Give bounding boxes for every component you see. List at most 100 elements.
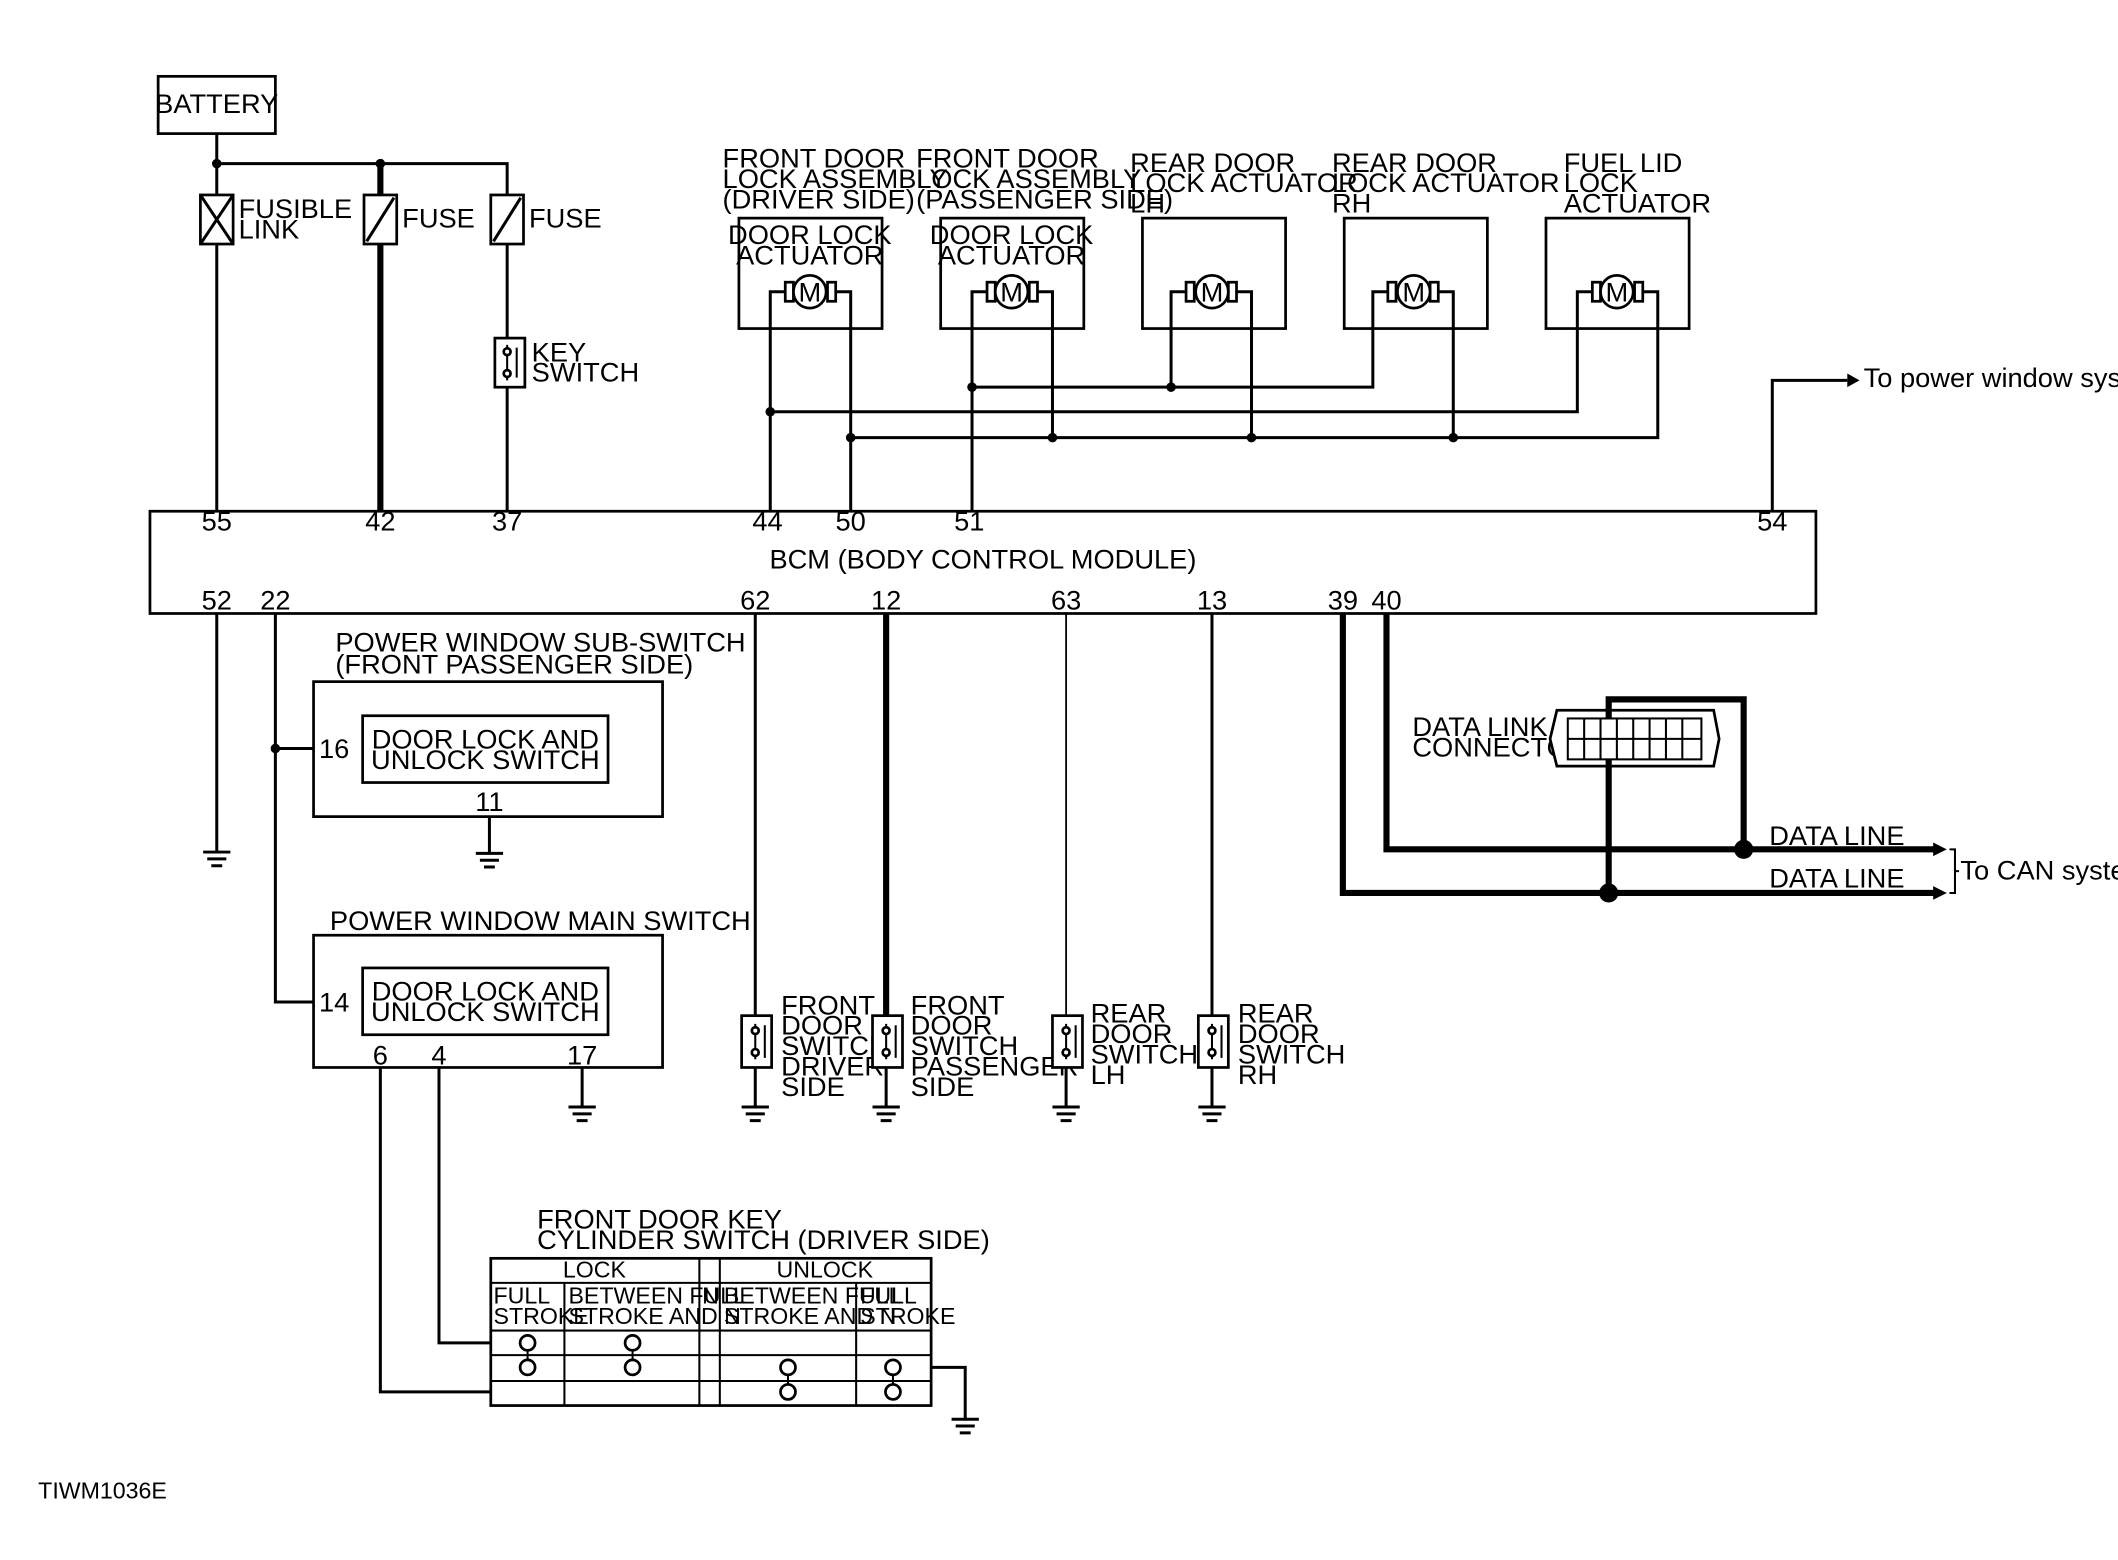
sub-switch-pin-16: 16 [319,733,349,764]
data-link-connector: DATA LINK CONNECTOR [1412,708,1721,768]
actuator-3-title-2: LOCK ACTUATOR [1130,167,1358,198]
actuator-1-inner-1: DOOR LOCK [728,219,892,250]
battery: BATTERY [155,74,278,135]
to-power-window-label: To power window system [1864,362,2118,393]
lock-header: LOCK [563,1256,627,1282]
motor-icon: M [1169,274,1254,329]
bcm-pin-39: 39 [1328,584,1358,615]
ground-icon [475,816,504,869]
sub-switch-inner-2: UNLOCK SWITCH [371,744,600,775]
lock-between-1: BETWEEN FULL [568,1282,746,1308]
key-switch: KEY SWITCH [493,336,639,512]
motor-4-label: M [1402,276,1425,307]
actuator-2-inner-2: ACTUATOR [938,239,1085,270]
dlc-label-1: DATA LINK [1412,711,1547,742]
bcm-pin-63: 63 [1051,584,1081,615]
unlock-between-1: BETWEEN FULL [724,1282,902,1308]
power-window-main-switch: POWER WINDOW MAIN SWITCH DOOR LOCK AND U… [312,905,751,1071]
sub-switch-inner-1: DOOR LOCK AND [372,723,599,754]
sub-switch-title-1: POWER WINDOW SUB-SWITCH [335,627,745,658]
actuator-1-title-1: FRONT DOOR [723,143,906,174]
actuator-5-title-1: FUEL LID [1564,147,1683,178]
actuator-1-title-2: LOCK ASSEMBLY [723,163,948,194]
actuator-2-inner-1: DOOR LOCK [930,219,1094,250]
main-switch-pin-4: 4 [431,1040,446,1071]
actuator-2-title-3: (PASSENGER SIDE) [916,184,1173,215]
actuator-5-title-2: LOCK [1564,167,1638,198]
door-switch-4-line-1: REAR [1238,997,1314,1028]
sub-switch-pin-11: 11 [475,786,503,817]
pin-22-wiring [270,613,314,1004]
lock-between-2: STROKE AND N [568,1303,740,1329]
n-header: N [702,1282,719,1308]
door-switch-1-line-5: SIDE [781,1071,845,1102]
motor-icon: M [1371,274,1455,329]
actuator-3-title-1: REAR DOOR [1130,147,1295,178]
sub-switch-title-2: (FRONT PASSENGER SIDE) [335,648,693,679]
actuator-3-title-3: LH [1130,188,1165,219]
fuse-42: FUSE [362,163,475,512]
bcm-title: BCM (BODY CONTROL MODULE) [769,543,1196,574]
fuse-37: FUSE [489,193,602,339]
bcm-pin-55: 55 [202,505,232,536]
data-line-1-label: DATA LINE [1769,820,1904,851]
to-can-label: To CAN system [1960,854,2118,885]
motor-icon: M [970,274,1054,329]
actuator-4-title-3: RH [1332,188,1371,219]
unlock-header: UNLOCK [777,1256,874,1282]
main-switch-inner-1: DOOR LOCK AND [372,976,599,1007]
motor-1-label: M [798,276,821,307]
bcm-pin-42: 42 [365,505,395,536]
door-switch-4-line-3: SWITCH [1238,1038,1345,1069]
actuator-1-title-3: (DRIVER SIDE) [723,184,915,215]
actuator-wiring [765,328,1660,512]
figure-code: TIWM1036E [38,1477,167,1503]
door-switch-4-line-4: RH [1238,1059,1277,1090]
key-switch-label-1: KEY [532,336,587,367]
ground-icon [203,613,231,868]
main-switch-pin-6: 6 [373,1040,388,1071]
actuator-fuel-lid: FUEL LID LOCK ACTUATOR [1544,147,1711,330]
motor-2-label: M [1000,276,1023,307]
actuator-4-title-1: REAR DOOR [1332,147,1497,178]
ground-icon [568,1067,596,1123]
lock-full-2: STROKE [494,1303,589,1329]
battery-label: BATTERY [155,88,278,119]
bcm-pin-52: 52 [202,584,232,615]
to-power-window-arrow: To power window system [1770,362,2118,512]
key-cylinder-switch: FRONT DOOR KEY CYLINDER SWITCH (DRIVER S… [489,1203,990,1407]
door-switch-2-line-3: SWITCH [911,1030,1018,1061]
door-switch-3-line-1: REAR [1091,997,1167,1028]
door-switch-1-line-3: SWITCH [781,1030,888,1061]
unlock-full-1: FULL [860,1282,917,1308]
door-switch-front-driver: FRONT DOOR SWITCH DRIVER SIDE [740,613,889,1123]
power-window-sub-switch: POWER WINDOW SUB-SWITCH (FRONT PASSENGER… [312,627,746,818]
lock-full-1: FULL [494,1282,551,1308]
fuse-1-label: FUSE [402,203,475,234]
actuator-front-passenger: FRONT DOOR LOCK ASSEMBLY (PASSENGER SIDE… [916,143,1173,330]
unlock-between-2: STROKE AND N [724,1303,896,1329]
door-switch-rear-lh: REAR DOOR SWITCH LH [1051,613,1198,1123]
key-cylinder-title-2: CYLINDER SWITCH (DRIVER SIDE) [537,1224,990,1255]
bcm-pin-40: 40 [1371,584,1401,615]
fusible-link-label-1: FUSIBLE [239,193,353,224]
bcm-pin-13: 13 [1197,584,1227,615]
key-cylinder-wiring [378,1067,491,1394]
bcm: BCM (BODY CONTROL MODULE) 55 42 37 44 50… [148,505,1818,615]
actuator-front-driver: FRONT DOOR LOCK ASSEMBLY (DRIVER SIDE) D… [723,143,948,330]
door-switch-2-line-4: PASSENGER [911,1051,1079,1082]
bcm-pin-44: 44 [752,505,782,536]
motor-3-label: M [1201,276,1224,307]
actuator-4-title-2: LOCK ACTUATOR [1332,167,1560,198]
door-switch-2-line-1: FRONT [911,989,1005,1020]
door-switch-4-line-2: DOOR [1238,1018,1320,1049]
door-switch-2-line-2: DOOR [911,1010,993,1041]
actuator-rear-lh: REAR DOOR LOCK ACTUATOR LH [1130,147,1358,330]
actuator-rear-rh: REAR DOOR LOCK ACTUATOR RH [1332,147,1560,330]
bcm-pin-22: 22 [260,584,290,615]
door-switch-3-line-2: DOOR [1091,1018,1173,1049]
door-switch-1-line-4: DRIVER [781,1051,884,1082]
actuator-1-inner-2: ACTUATOR [736,239,883,270]
bcm-pin-50: 50 [836,505,866,536]
main-switch-pin-14: 14 [319,987,349,1018]
